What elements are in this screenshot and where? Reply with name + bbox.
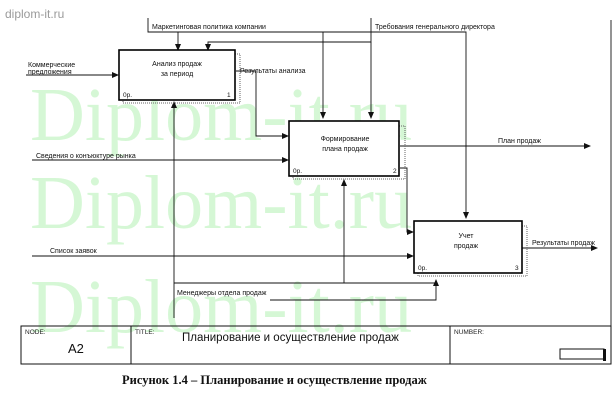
box2-label-line1: Формирование (321, 136, 370, 143)
diagram-title: Планирование и осуществление продаж (182, 332, 399, 344)
activity-box-sales-analysis[interactable]: Анализ продаж за период 0р. 1 (118, 49, 241, 104)
arrow-plan-to-accounting (400, 167, 414, 235)
number-label: NUMBER: (454, 329, 484, 336)
node-value: A2 (68, 341, 84, 356)
label-marketing-policy: Маркетинговая политика компании (152, 24, 266, 31)
box1-label-line1: Анализ продаж (152, 61, 202, 68)
box3-left-marker: 0р. (418, 265, 427, 272)
label-analysis-results: Результаты анализа (240, 68, 306, 75)
watermark-text-3: Diplom-it.ru (30, 265, 412, 349)
label-sales-results: Результаты продаж (532, 240, 595, 247)
label-sales-plan: План продаж (498, 138, 541, 145)
label-director-requirements: Требования генерального директора (375, 23, 495, 31)
box1-number: 1 (227, 92, 231, 99)
node-label: NODE: (25, 329, 46, 336)
box3-label-line1: Учет (459, 233, 475, 240)
arrow-analysis-results (236, 70, 289, 139)
figure-caption: Рисунок 1.4 – Планирование и осуществлен… (122, 373, 428, 387)
box2-label-line2: плана продаж (322, 146, 368, 153)
label-market-info: Сведения о конъюктуре рынка (36, 153, 136, 160)
box2-left-marker: 0р. (293, 168, 302, 175)
box3-label-line2: продаж (454, 243, 478, 250)
title-label: TITLE: (135, 329, 155, 336)
arrow-sales-managers (171, 101, 439, 318)
box3-number: 3 (515, 265, 519, 272)
arrow-director-requirements (205, 18, 374, 119)
label-sales-managers: Менеджеры отдела продаж (177, 290, 267, 297)
box1-label-line2: за период (161, 71, 193, 78)
title-block: NODE: A2 TITLE: Планирование и осуществл… (20, 325, 612, 365)
label-commercial-line2: предложения (28, 69, 72, 76)
activity-box-sales-planning[interactable]: Формирование плана продаж 0р. 2 (288, 120, 406, 180)
label-commercial-line1: Коммерческие (28, 62, 75, 69)
watermark-site-text: diplom-it.ru (5, 7, 64, 21)
activity-box-sales-accounting[interactable]: Учет продаж 0р. 3 (413, 220, 528, 277)
box1-left-marker: 0р. (123, 92, 132, 99)
label-request-list: Список заявок (50, 248, 98, 255)
box2-number: 2 (393, 168, 397, 175)
